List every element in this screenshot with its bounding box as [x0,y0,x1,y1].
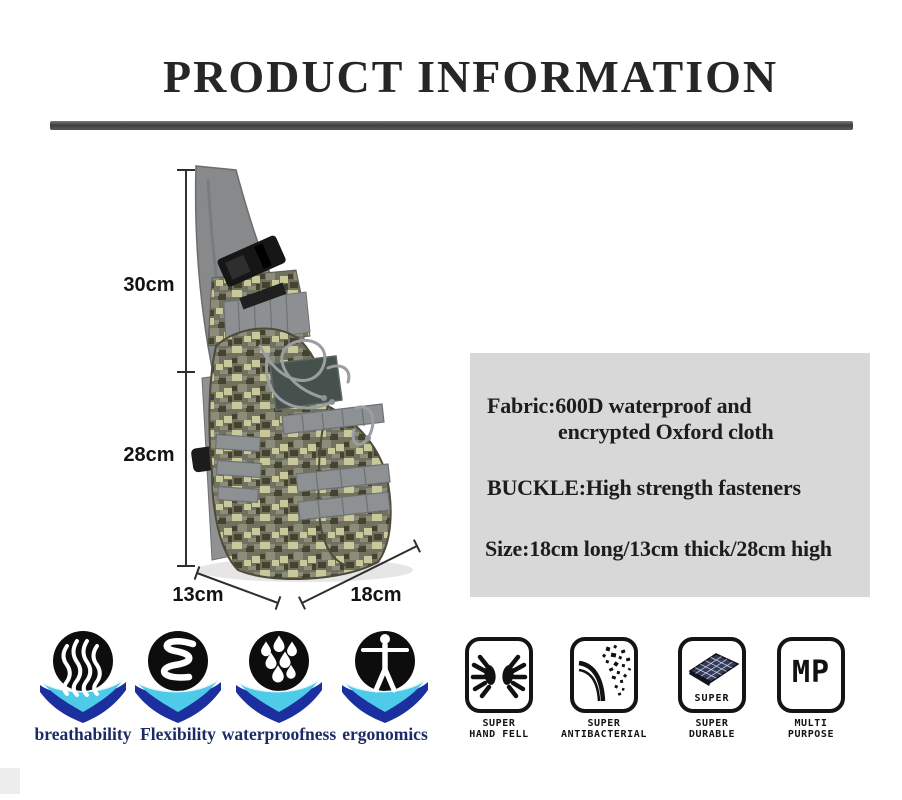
badge-hand-feel: SUPER HAND FELL [439,634,559,740]
spec-fabric-line2: encrypted Oxford cloth [558,419,774,444]
badge-label: MULTI PURPOSE [787,718,835,740]
badge-durable: SUPER SUPER DURABLE [652,634,772,740]
mp-monogram: MP [791,655,831,690]
mesh-fabric-icon [688,653,740,686]
dimension-lines [177,169,421,610]
strap-buckle [217,235,286,287]
badge-frame [570,637,638,713]
feature-waterproofness: waterproofness [219,628,339,745]
badge-frame: MP [777,637,845,713]
feature-breathability: breathability [23,628,143,745]
steam-icon [40,631,126,723]
arc-particles-icon [578,644,632,702]
bag-height-label: 28cm [123,444,175,466]
thickness-label: 13cm [172,584,224,606]
badge-antibacterial: SUPER ANTIBACTERIAL [544,634,664,740]
strap-height-label: 30cm [123,274,175,296]
badge-inner-text: SUPER [694,693,730,704]
specs-box: Fabric:600D waterproof and encrypted Oxf… [470,353,870,597]
hands-icon [470,654,528,699]
spring-icon [135,631,221,723]
badge-label: SUPER DURABLE [688,718,736,740]
badge-label: SUPER HAND FELL [469,718,529,740]
length-label: 18cm [350,584,402,606]
corner-artifact [0,768,20,794]
feature-label: ergonomics [342,724,428,744]
title-divider [50,121,853,130]
bungee-cords [258,338,375,446]
feature-flexibility: Flexibility [118,628,238,745]
spec-size: Size:18cm long/13cm thick/28cm high [485,536,832,561]
badge-frame: SUPER [678,637,746,713]
product-photo-bag [177,165,421,610]
feature-label: waterproofness [221,724,337,744]
feature-label: Flexibility [140,724,216,744]
badge-label: SUPER ANTIBACTERIAL [560,718,648,740]
page-title: PRODUCT INFORMATION [163,51,779,102]
spec-fabric-line1: Fabric:600D waterproof and [487,393,752,418]
badge-frame [465,637,533,713]
water-drops-icon [236,631,322,723]
feature-label: breathability [34,724,132,744]
badge-multi-purpose: MP MULTI PURPOSE [751,634,871,740]
feature-ergonomics: ergonomics [325,628,445,745]
human-figure-icon [342,631,428,723]
bag-body [208,327,392,580]
spec-buckle: BUCKLE:High strength fasteners [487,475,801,500]
